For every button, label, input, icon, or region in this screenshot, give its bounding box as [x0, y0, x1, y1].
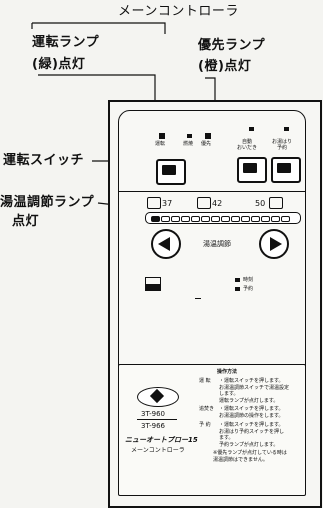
run-lamp-caption: 運転 [155, 141, 166, 147]
instruction-line: します。 [219, 391, 239, 397]
model-number-1: 3T-960 [141, 410, 165, 418]
temp-led [261, 216, 270, 222]
temp-adjust-label: 湯温調節 [203, 240, 231, 248]
instruction-block: 追焚き ・運転スイッチを押します。 お湯温調節の操作をします。 [199, 406, 303, 422]
auto-reheat-button[interactable] [237, 157, 267, 183]
instruction-key: 予 約 [199, 422, 211, 428]
temp-led [201, 216, 210, 222]
temp-led [251, 216, 260, 222]
product-name: メーンコントローラ [131, 447, 185, 454]
temp-led [221, 216, 230, 222]
instruction-block: 予 約 ・運転スイッチを押します。 お湯はり予約スイッチを押し ます。 予約ラン… [199, 422, 303, 450]
instruction-line: ます。 [219, 435, 234, 441]
instruction-line: 予約ランプが点灯します。 [219, 441, 279, 448]
instruction-line: お湯はり予約スイッチを押し [219, 428, 285, 435]
instructions-title: 操作方法 [217, 369, 238, 375]
arrow-right-icon [270, 237, 282, 251]
priority-lamp-label: 優先ランプ (橙)点灯 [198, 38, 265, 74]
status-clock-label: 時刻 [243, 277, 254, 283]
indicator-row: 運転 燃焼 優先 [139, 127, 299, 149]
title-leader-line [32, 22, 166, 34]
priority-lamp [205, 133, 211, 139]
small-dash [195, 298, 201, 299]
temp-led [151, 216, 160, 222]
device-panel: 運転 燃焼 優先 自動 おいだき お湯はり 予約 37 42 50 [108, 100, 322, 508]
temp-lamp-label-line2: 点灯 [12, 214, 40, 229]
temp-low-value: 37 [162, 199, 173, 208]
temp-led [241, 216, 250, 222]
temp-led [161, 216, 170, 222]
instruction-key: 追焚き [199, 406, 215, 412]
temp-led-bar [145, 212, 301, 224]
instruction-line: ・運転スイッチを押します。 [219, 406, 284, 412]
run-lamp-label: 運転ランプ (緑)点灯 [32, 35, 99, 72]
temp-led [191, 216, 200, 222]
temp-lamp-label: 湯温調節ランプ 点灯 [0, 195, 94, 229]
bath-fill-reserve-button[interactable] [271, 157, 301, 183]
temp-up-button[interactable] [259, 229, 289, 259]
right-lamp-b [284, 127, 289, 131]
temp-led [211, 216, 220, 222]
temp-led [171, 216, 180, 222]
run-lamp-label-line2: (緑)点灯 [32, 57, 86, 72]
model-number-2: 3T-966 [141, 422, 165, 430]
run-lamp [159, 133, 165, 139]
auto-reheat-caption: 自動 おいだき [237, 139, 258, 151]
controller-face: 運転 燃焼 優先 自動 おいだき お湯はり 予約 37 42 50 [118, 110, 306, 406]
instruction-line: ・運転スイッチを押します。 [219, 422, 284, 428]
brand-name: ニューオートプロー15 [125, 436, 198, 444]
temp-led [181, 216, 190, 222]
instruction-line: ・運転スイッチを押します。 [219, 378, 284, 384]
run-switch-button[interactable] [156, 159, 186, 185]
run-lamp-label-line1: 運転ランプ [32, 35, 100, 50]
instruction-line: 湯温調節はできません。 [213, 456, 268, 463]
combustion-lamp-caption: 燃焼 [183, 141, 194, 147]
instruction-line: お湯温調節スイッチで湯温設定 [219, 384, 290, 391]
instructions-list: 運 転 ・運転スイッチを押します。 お湯温調節スイッチで湯温設定 します。 運転… [199, 378, 303, 464]
temp-mid-mark [197, 197, 211, 209]
clock-display [145, 277, 161, 291]
temp-high-value: 50 [255, 199, 266, 208]
instruction-cover: 3T-960 3T-966 ニューオートプロー15 メーンコントローラ 操作方法… [118, 364, 306, 496]
instruction-line: ※優先ランプが点灯している時は [213, 450, 287, 456]
temp-down-button[interactable] [151, 229, 181, 259]
instruction-line: 運転ランプが点灯します。 [219, 397, 279, 404]
priority-lamp-label-line2: (橙)点灯 [198, 59, 252, 74]
instruction-line: お湯温調節の操作をします。 [219, 412, 284, 419]
right-lamp-a [249, 127, 254, 131]
priority-lamp-label-line1: 優先ランプ [198, 38, 266, 53]
diagram-title: メーンコントローラ [118, 4, 239, 19]
status-reserve-label: 予約 [243, 286, 254, 292]
temp-led [281, 216, 290, 222]
section-divider [119, 191, 305, 192]
model-divider [137, 419, 177, 420]
instruction-key: 運 転 [199, 378, 211, 384]
temp-led [231, 216, 240, 222]
temp-lamp-label-line1: 湯温調節ランプ [0, 195, 95, 210]
run-switch-label: 運転スイッチ [3, 153, 85, 168]
brand-logo [137, 387, 179, 407]
temp-led [271, 216, 280, 222]
status-lamp-reserve [235, 287, 240, 291]
status-lamp-clock [235, 278, 240, 282]
combustion-lamp [187, 134, 192, 138]
priority-lamp-caption: 優先 [201, 141, 212, 147]
instruction-block: ※優先ランプが点灯している時は 湯温調節はできません。 [199, 450, 303, 464]
instruction-block: 運 転 ・運転スイッチを押します。 お湯温調節スイッチで湯温設定 します。 運転… [199, 378, 303, 406]
temp-low-mark [147, 197, 161, 209]
bath-fill-caption: お湯はり 予約 [272, 139, 293, 151]
arrow-left-icon [158, 237, 170, 251]
temp-mid-value: 42 [212, 199, 223, 208]
temp-high-mark [269, 197, 283, 209]
